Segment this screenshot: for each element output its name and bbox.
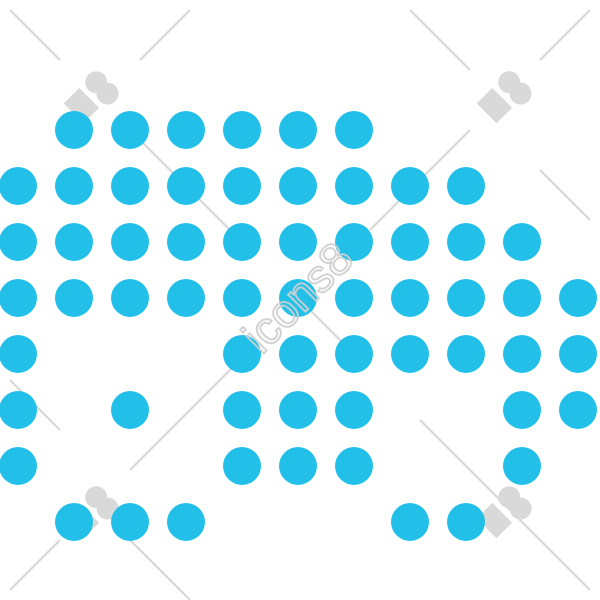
icon-dot <box>55 111 93 149</box>
icon-dot <box>335 335 373 373</box>
watermark-line <box>9 539 61 591</box>
icon-dot <box>223 279 261 317</box>
watermark-line <box>409 9 471 71</box>
icon-dot <box>335 223 373 261</box>
icon-dot <box>335 111 373 149</box>
icon-dot <box>0 167 37 205</box>
icon-dot <box>111 167 149 205</box>
icon-dot <box>335 391 373 429</box>
icon-dot <box>111 503 149 541</box>
icon-dot <box>279 167 317 205</box>
icon-dot <box>279 447 317 485</box>
watermark-line <box>539 9 591 61</box>
watermark-line <box>129 359 241 471</box>
icon-dot <box>0 279 37 317</box>
icon-dot <box>55 223 93 261</box>
icon-dot <box>167 167 205 205</box>
icon-dot <box>111 391 149 429</box>
icon-dot <box>559 391 597 429</box>
icon-dot <box>279 335 317 373</box>
icon-dot <box>391 279 429 317</box>
icon-dot <box>503 447 541 485</box>
icon-dot <box>223 447 261 485</box>
icon-dot <box>0 391 37 429</box>
icon-dot <box>167 223 205 261</box>
icon-dot <box>55 167 93 205</box>
icon-dot <box>0 335 37 373</box>
icon-dot <box>279 279 317 317</box>
icon-dot <box>503 335 541 373</box>
watermark-line <box>139 9 191 61</box>
icon-dot <box>559 279 597 317</box>
icon-dot <box>335 447 373 485</box>
icon-dot <box>391 503 429 541</box>
watermark-line <box>129 539 191 600</box>
icon-dot <box>335 279 373 317</box>
icon-dot <box>111 279 149 317</box>
icon-dot <box>223 335 261 373</box>
icon-dot <box>503 279 541 317</box>
icon-dot <box>335 167 373 205</box>
icon-dot <box>167 111 205 149</box>
icon-dot <box>167 279 205 317</box>
icon-dot <box>223 223 261 261</box>
icon-dot <box>391 335 429 373</box>
icon-dot <box>279 223 317 261</box>
icon-dot <box>0 447 37 485</box>
icon-dot <box>279 111 317 149</box>
watermark-logo-icon <box>476 486 532 539</box>
icon-dot <box>0 223 37 261</box>
icon-dot <box>167 503 205 541</box>
icon-dot <box>55 503 93 541</box>
watermark-lines <box>9 9 591 600</box>
icon-dot <box>111 223 149 261</box>
watermark-logo-icon <box>63 71 119 124</box>
icon-dot <box>447 167 485 205</box>
icon-dot <box>55 279 93 317</box>
icon-dot <box>559 335 597 373</box>
icon-dot <box>447 335 485 373</box>
watermark-line <box>9 9 61 61</box>
icon-dot <box>223 391 261 429</box>
icon-dot <box>447 223 485 261</box>
dot-grid <box>0 111 597 541</box>
icon-dot <box>111 111 149 149</box>
icon-dot <box>223 111 261 149</box>
icon-dot <box>279 391 317 429</box>
watermark-line <box>539 169 591 221</box>
icon-dot <box>447 279 485 317</box>
icon-dot <box>447 503 485 541</box>
icon-dot <box>503 223 541 261</box>
watermark-logo-icon <box>476 71 532 124</box>
icon-dot <box>391 223 429 261</box>
icon-dot <box>503 391 541 429</box>
icon-dot <box>223 167 261 205</box>
icon-dot <box>391 167 429 205</box>
